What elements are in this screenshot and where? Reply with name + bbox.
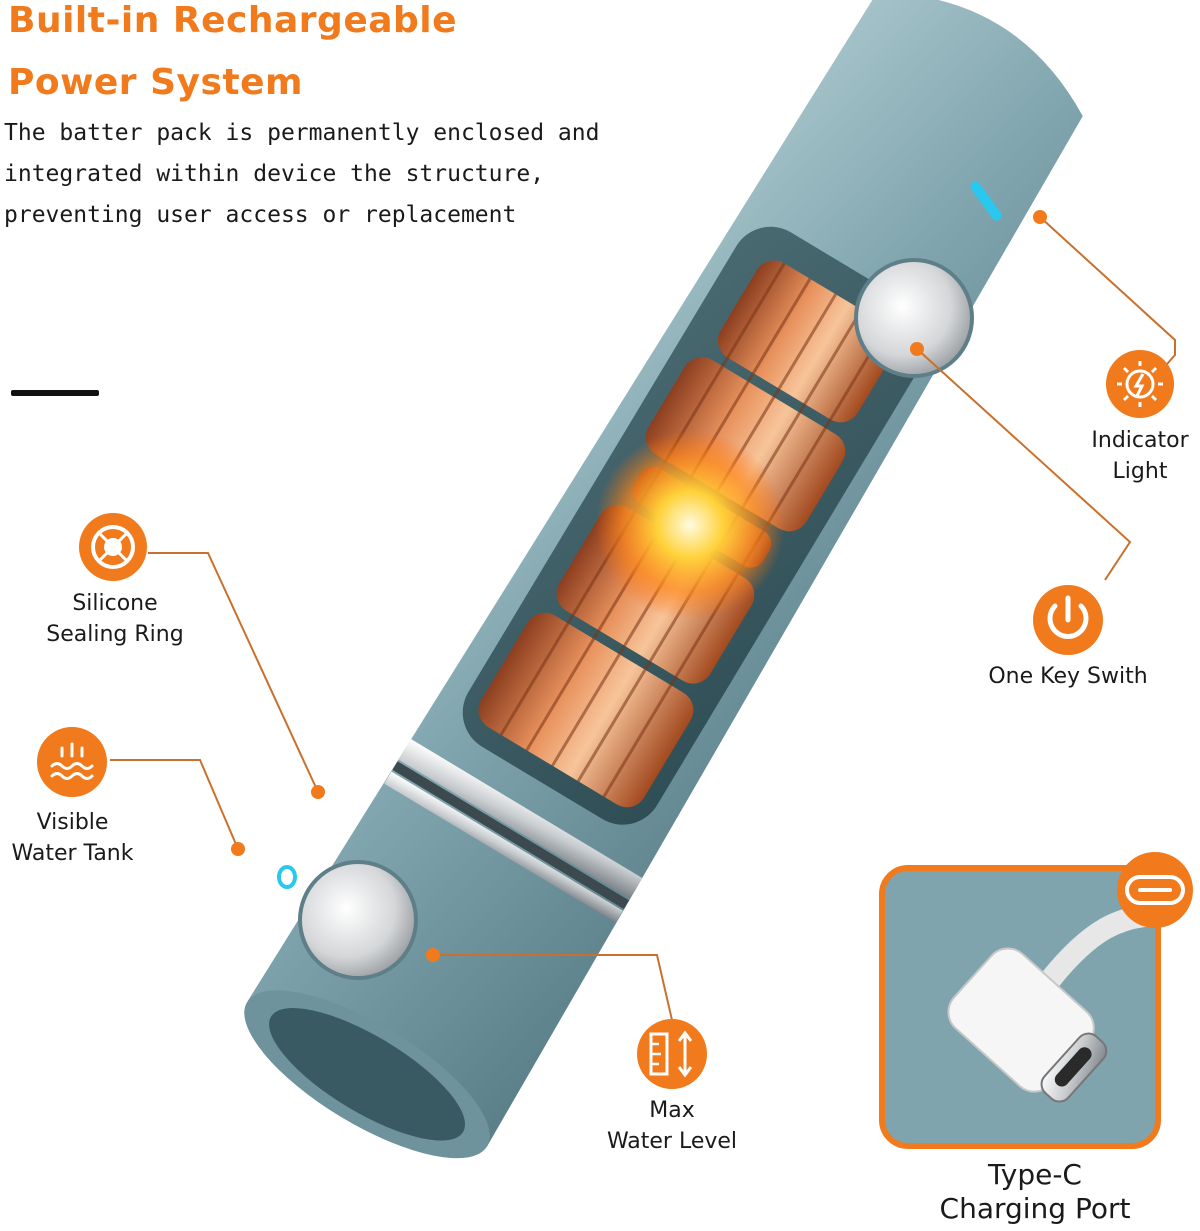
indicator-light-label-line2: Light bbox=[1112, 459, 1168, 484]
small-indicator-light bbox=[277, 865, 297, 889]
ring-callout-dot bbox=[311, 785, 325, 799]
power-icon bbox=[1033, 585, 1103, 655]
water-waves-icon bbox=[37, 727, 107, 797]
one-key-switch-label-line1: One Key Swith bbox=[988, 664, 1148, 689]
max-water-label-line2: Water Level bbox=[606, 1129, 738, 1154]
ring-icon bbox=[79, 513, 147, 581]
silicone-ring-label-line2: Sealing Ring bbox=[46, 622, 184, 647]
bottom-button bbox=[298, 860, 418, 980]
type-c-label-line2: Charging Port bbox=[939, 1192, 1131, 1225]
type-c-label: Type-C Charging Port bbox=[915, 1158, 1155, 1226]
heading-line-2: Power System bbox=[8, 62, 304, 103]
type-c-panel bbox=[879, 852, 1193, 1149]
switch-callout-dot bbox=[910, 342, 924, 356]
description-line-1: The batter pack is permanently enclosed … bbox=[4, 120, 600, 146]
motor-glow bbox=[595, 430, 785, 620]
type-c-label-line1: Type-C bbox=[988, 1158, 1082, 1191]
usb-c-icon bbox=[1117, 852, 1193, 928]
water-tank-label-line2: Water Tank bbox=[11, 841, 134, 866]
one-key-switch-label: One Key Swith bbox=[968, 661, 1168, 692]
max-water-label-line1: Max bbox=[649, 1098, 695, 1123]
water-tank-label-line1: Visible bbox=[36, 810, 109, 835]
description-line-3: preventing user access or replacement bbox=[4, 202, 517, 228]
indicator-light-strip bbox=[970, 181, 1002, 221]
indicator-light-label-line1: Indicator bbox=[1091, 428, 1189, 453]
silicone-ring-label: Silicone Sealing Ring bbox=[30, 588, 200, 650]
level-callout-dot bbox=[426, 948, 440, 962]
indicator-light-label: Indicator Light bbox=[1076, 425, 1200, 487]
max-water-label: Max Water Level bbox=[592, 1095, 752, 1157]
sun-bolt-icon bbox=[1106, 350, 1174, 418]
tank-callout-dot bbox=[231, 842, 245, 856]
top-switch-button bbox=[854, 258, 974, 378]
heading-line-1: Built-in Rechargeable bbox=[8, 0, 458, 41]
ruler-arrow-icon bbox=[637, 1019, 707, 1089]
divider-bar bbox=[11, 390, 99, 396]
silicone-ring-label-line1: Silicone bbox=[72, 591, 158, 616]
indicator-callout-dot bbox=[1033, 210, 1047, 224]
callout-lines bbox=[110, 216, 1176, 1021]
water-tank-label: Visible Water Tank bbox=[0, 807, 145, 869]
description-line-2: integrated within device the structure, bbox=[4, 161, 545, 187]
